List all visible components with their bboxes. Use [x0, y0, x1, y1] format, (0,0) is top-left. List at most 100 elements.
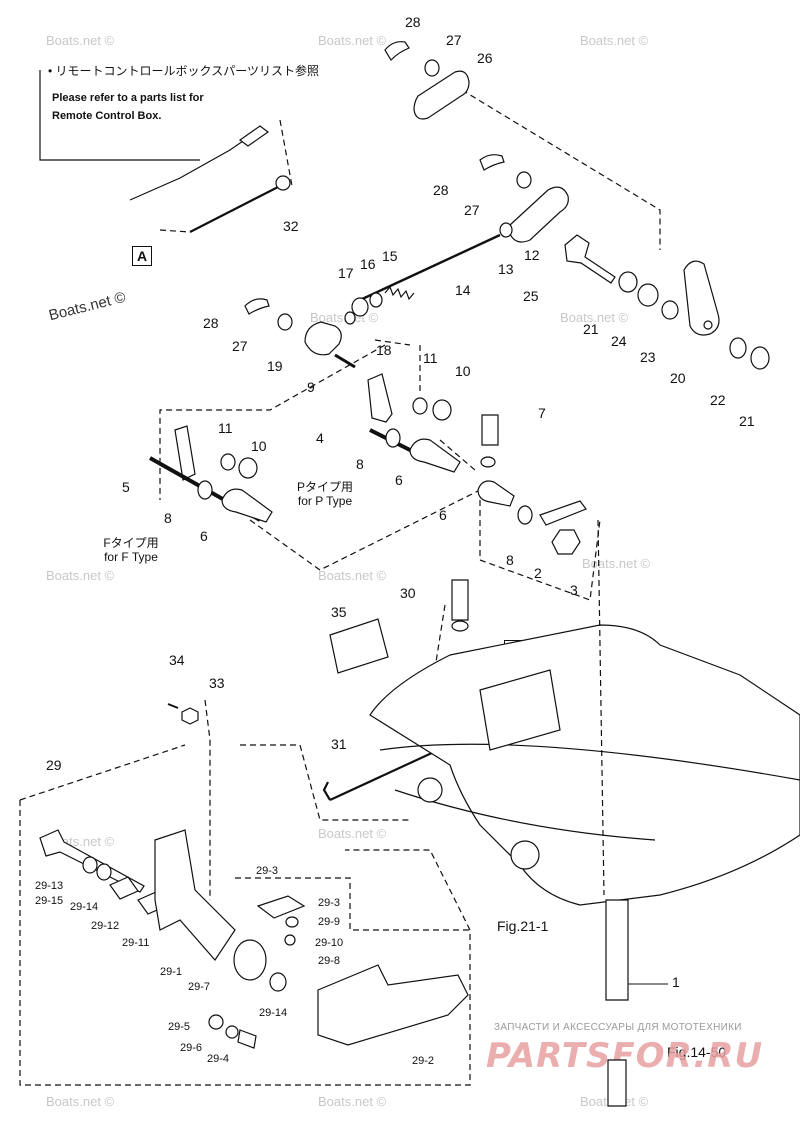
p-type-en: for P Type — [297, 494, 353, 508]
callout-30: 30 — [400, 585, 416, 601]
washer-11-p — [412, 397, 428, 415]
washer-21-a — [618, 271, 638, 293]
fig-ref-14-50[interactable]: Fig.14-50 — [667, 1044, 727, 1060]
callout-27: 27 — [464, 202, 480, 218]
callout-21: 21 — [583, 321, 599, 337]
collar-8-main — [517, 505, 533, 525]
fig-ref-21-1[interactable]: Fig.21-1 — [497, 918, 549, 934]
nut-22 — [729, 337, 747, 359]
callout-21: 21 — [739, 413, 755, 429]
p-type-label: Pタイプ用 for P Type — [280, 480, 370, 508]
callout-29-11: 29-11 — [122, 937, 149, 949]
rod-14 — [359, 233, 501, 302]
throttle-rod — [189, 185, 281, 233]
callout-31: 31 — [331, 736, 347, 752]
callout-33: 33 — [209, 675, 225, 691]
bolt-30 — [451, 579, 469, 621]
cowling-bracket — [479, 669, 561, 751]
bushing-23 — [661, 300, 679, 320]
callout-29-8: 29-8 — [318, 955, 340, 967]
remote-box-leader — [39, 70, 200, 161]
washer-30 — [451, 620, 469, 632]
callout-15: 15 — [382, 248, 398, 264]
callouts-small: 29-13 29-15 29-14 29-12 29-11 29-1 29-7 … — [35, 865, 434, 1067]
f-type-jp: Fタイプ用 — [103, 536, 159, 550]
nut-32 — [275, 175, 291, 191]
callout-14: 14 — [455, 282, 471, 298]
washer-7 — [480, 456, 496, 468]
clip-28-low — [244, 298, 270, 315]
callout-26: 26 — [477, 50, 493, 66]
callout-25: 25 — [523, 288, 539, 304]
washer-27-mid — [516, 171, 532, 189]
callout-10: 10 — [455, 363, 471, 379]
callout-28: 28 — [203, 315, 219, 331]
washer-18 — [344, 311, 356, 325]
washer-27-top — [424, 59, 440, 77]
collar-8-f — [197, 480, 213, 500]
f-type-label: Fタイプ用 for F Type — [86, 536, 176, 564]
washer-29-14-b — [269, 972, 287, 992]
washer-27-low — [277, 313, 293, 331]
callout-29-7: 29-7 — [188, 981, 210, 993]
nut-33 — [181, 707, 199, 725]
bracket-29-1 — [154, 829, 236, 961]
callouts-right: 1 — [628, 974, 680, 990]
note-english-line2: Remote Control Box. — [52, 110, 162, 122]
callout-29-3: 29-3 — [256, 865, 278, 877]
callout-35: 35 — [331, 604, 347, 620]
callout-27: 27 — [232, 338, 248, 354]
watermark: Boats.net © — [318, 1094, 387, 1109]
shaft-1 — [605, 899, 629, 1001]
callout-29-2: 29-2 — [412, 1055, 434, 1067]
link-19 — [304, 321, 342, 356]
clip-28-mid — [479, 154, 505, 171]
watermark: Boats.net © — [318, 568, 387, 583]
bolt-7 — [481, 414, 499, 446]
ref-marker-a-left: A — [132, 246, 152, 266]
washer-13 — [499, 222, 513, 238]
callout-18: 18 — [376, 342, 392, 358]
lower-cowling — [369, 624, 800, 906]
cowling-hole — [510, 840, 540, 870]
partsfor-tagline: ЗАПЧАСТИ И АКСЕССУАРЫ ДЛЯ МОТОТЕХНИКИ — [494, 1022, 742, 1033]
callout-9: 9 — [307, 379, 315, 395]
washer-11-f — [220, 453, 236, 471]
callout-11: 11 — [218, 420, 233, 436]
callout-29-9: 29-9 — [318, 916, 340, 928]
callout-22: 22 — [710, 392, 726, 408]
washer-16 — [369, 292, 383, 308]
callout-29-6: 29-6 — [180, 1042, 202, 1054]
callout-29-4: 29-4 — [207, 1053, 229, 1065]
callout-24: 24 — [611, 333, 627, 349]
callout-8: 8 — [164, 510, 172, 526]
collar-8-p — [385, 428, 401, 448]
shaft-1-lower — [607, 1059, 627, 1107]
callout-29-14: 29-14 — [70, 901, 98, 913]
lever-20-hole — [703, 320, 713, 330]
callout-28: 28 — [405, 14, 421, 30]
note-bullet: • — [48, 64, 56, 78]
p-type-jp: Pタイプ用 — [296, 480, 353, 494]
washer-29-14-a — [96, 863, 112, 881]
callout-27: 27 — [446, 32, 462, 48]
callout-2: 2 — [534, 565, 542, 581]
note-jp-text: リモートコントロールボックスパーツリスト参照 — [55, 64, 319, 78]
callout-29-14: 29-14 — [259, 1007, 287, 1019]
nut-10-p — [432, 399, 452, 421]
arm-4 — [367, 373, 393, 423]
callout-17: 17 — [338, 265, 354, 281]
callout-1: 1 — [672, 974, 680, 990]
washer-29-15 — [82, 856, 98, 874]
callout-6: 6 — [395, 472, 403, 488]
callout-13: 13 — [498, 261, 514, 277]
link-6-main — [477, 480, 515, 507]
nut-3 — [551, 529, 581, 555]
link-12 — [509, 186, 569, 243]
gear-29-7 — [233, 939, 267, 981]
clip-28-top — [384, 41, 410, 61]
callout-23: 23 — [640, 349, 656, 365]
clamp-29-3 — [256, 895, 306, 919]
link-6-f — [221, 488, 273, 523]
remote-cable-end — [238, 125, 270, 147]
